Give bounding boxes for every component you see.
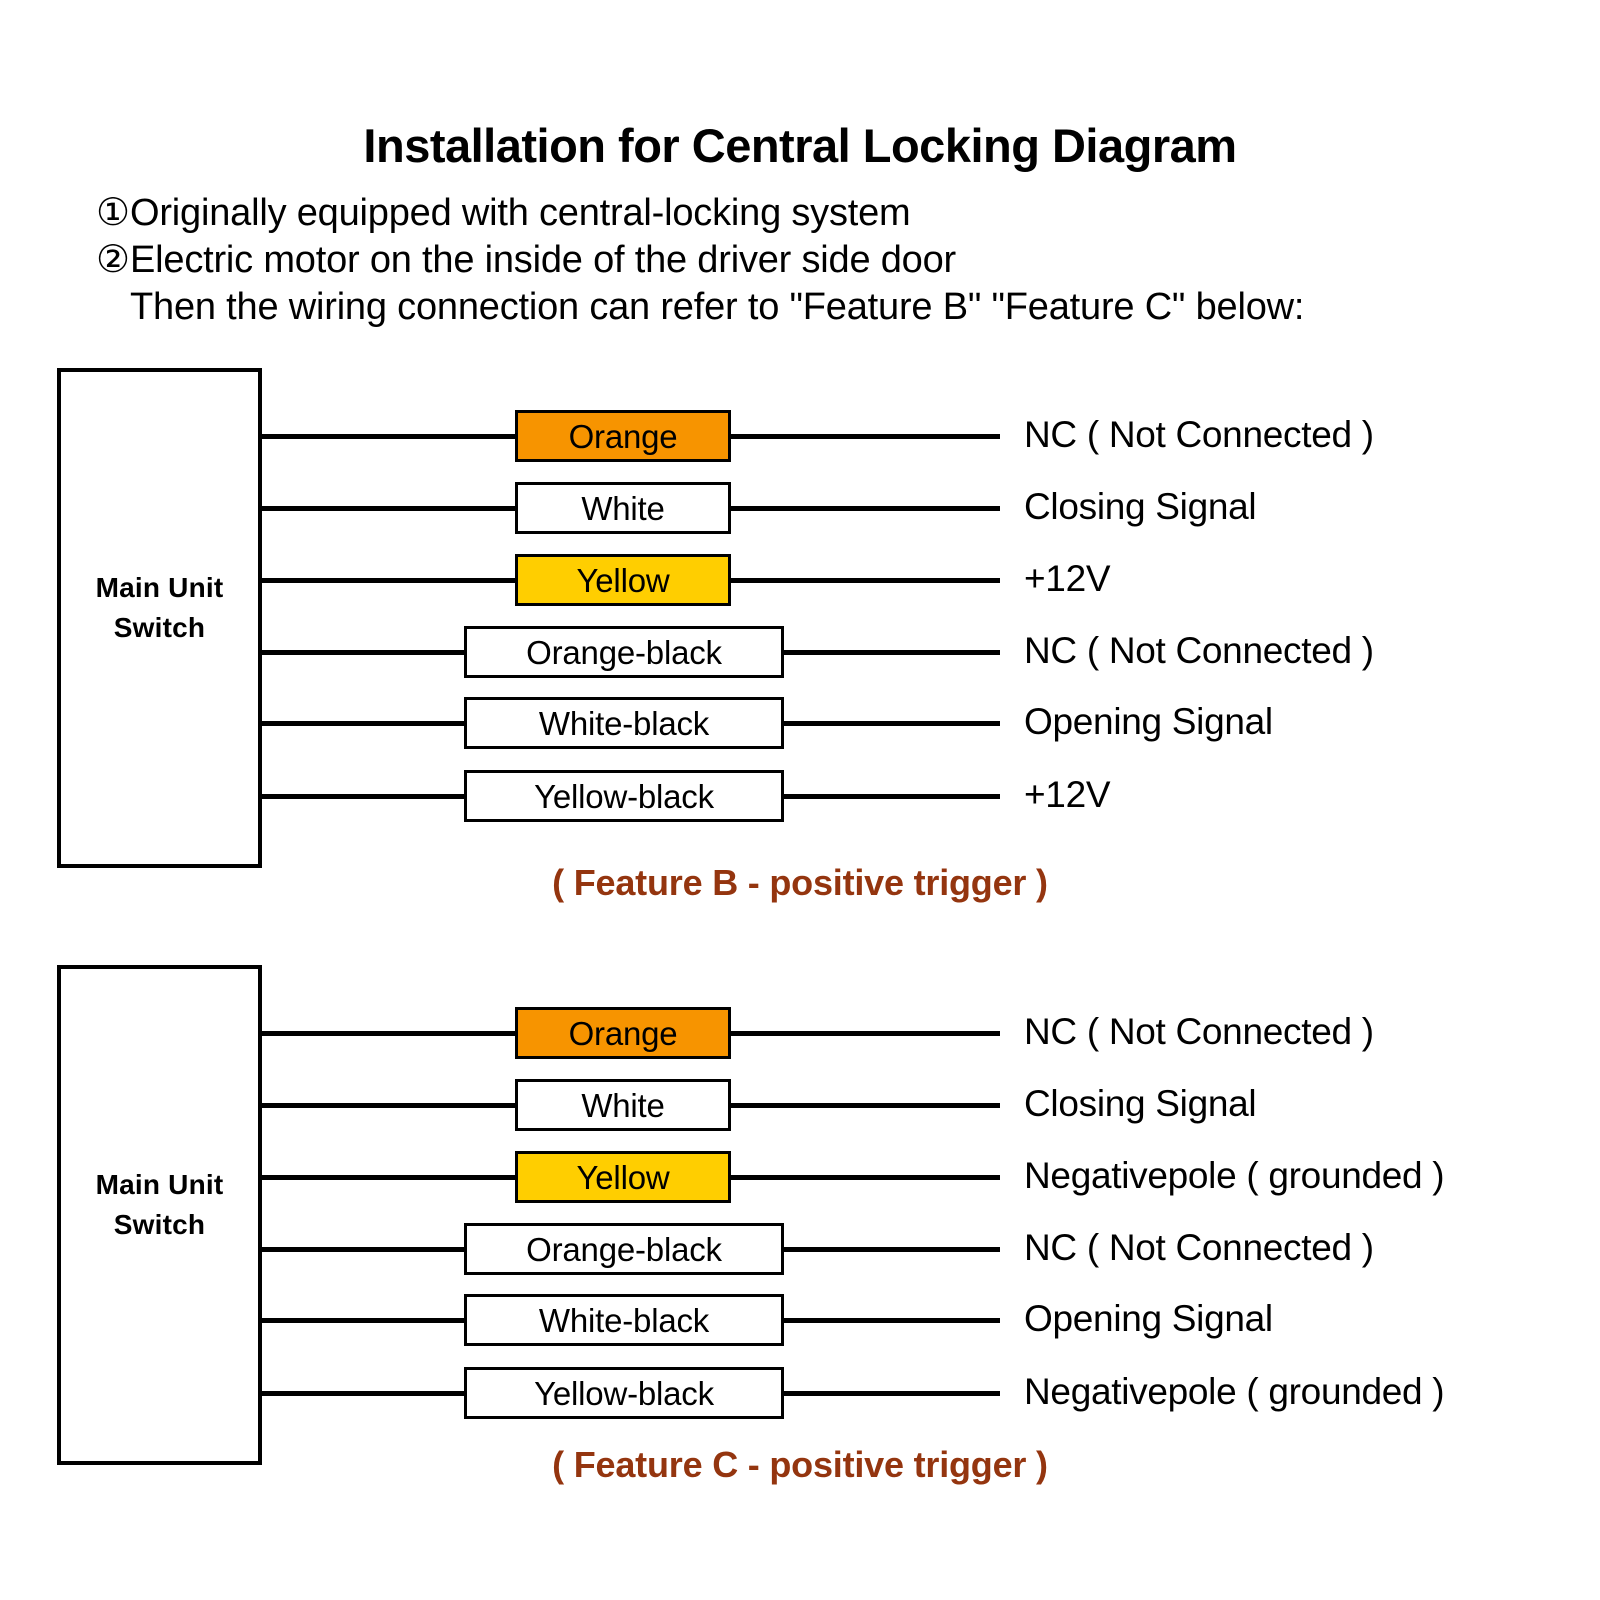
wire-color-label-white-black: White-black: [464, 1294, 784, 1346]
wire-segment-left: [260, 578, 515, 583]
wire-segment-right: [784, 1247, 1000, 1252]
signal-label: NC ( Not Connected ): [1024, 1227, 1374, 1268]
signal-label: NC ( Not Connected ): [1024, 1011, 1374, 1052]
unit-label-line2-b: Switch: [113, 612, 206, 643]
wire-row: White-black Opening Signal: [0, 697, 1600, 749]
wire-segment-right: [784, 650, 1000, 655]
intro-text-1: Originally equipped with central-locking…: [130, 192, 911, 234]
wire-color-label-orange-black: Orange-black: [464, 1223, 784, 1275]
wire-row: Yellow Negativepole ( grounded ): [0, 1151, 1600, 1203]
signal-label: NC ( Not Connected ): [1024, 414, 1374, 455]
wire-segment-left: [260, 1175, 515, 1180]
wire-segment-left: [260, 1031, 515, 1036]
wire-row: Orange-black NC ( Not Connected ): [0, 626, 1600, 678]
signal-label: +12V: [1024, 774, 1111, 815]
wire-segment-left: [260, 794, 464, 799]
signal-label: +12V: [1024, 558, 1111, 599]
wire-segment-left: [260, 1391, 464, 1396]
intro-line-2: ②Electric motor on the inside of the dri…: [96, 237, 1516, 284]
caption-feature-c: ( Feature C - positive trigger ): [552, 1444, 1048, 1485]
list-marker-2: ②: [96, 239, 130, 281]
wire-row: Yellow-black +12V: [0, 770, 1600, 822]
wire-segment-right: [731, 578, 1000, 583]
main-unit-switch-label-c: Main Unit Switch: [61, 1165, 258, 1245]
caption-feature-b: ( Feature B - positive trigger ): [552, 862, 1048, 903]
wire-segment-right: [731, 434, 1000, 439]
wiring-diagram-feature-b: Main Unit Switch Orange NC ( Not Connecte…: [0, 368, 1600, 928]
unit-label-line1-b: Main Unit: [95, 572, 224, 603]
wire-segment-right: [731, 1103, 1000, 1108]
unit-label-line1-c: Main Unit: [95, 1169, 224, 1200]
signal-label: Closing Signal: [1024, 1083, 1257, 1124]
wire-segment-right: [784, 721, 1000, 726]
wire-segment-left: [260, 506, 515, 511]
signal-label: Opening Signal: [1024, 701, 1273, 742]
signal-label: Negativepole ( grounded ): [1024, 1371, 1445, 1412]
signal-label: Closing Signal: [1024, 486, 1257, 527]
wire-segment-right: [731, 1175, 1000, 1180]
signal-label: Opening Signal: [1024, 1298, 1273, 1339]
wire-color-label-yellow: Yellow: [515, 1151, 731, 1203]
wiring-diagram-feature-c: Main Unit Switch Orange NC ( Not Connecte…: [0, 965, 1600, 1525]
wire-row: White Closing Signal: [0, 482, 1600, 534]
wire-segment-right: [784, 794, 1000, 799]
wire-segment-left: [260, 434, 515, 439]
wire-segment-right: [731, 1031, 1000, 1036]
wire-row: Yellow +12V: [0, 554, 1600, 606]
wire-segment-right: [784, 1318, 1000, 1323]
wire-color-label-yellow: Yellow: [515, 554, 731, 606]
wire-segment-right: [731, 506, 1000, 511]
wire-row: Orange-black NC ( Not Connected ): [0, 1223, 1600, 1275]
wire-color-label-yellow-black: Yellow-black: [464, 1367, 784, 1419]
intro-notes: ①Originally equipped with central-lockin…: [96, 190, 1516, 331]
main-unit-switch-box-c: Main Unit Switch: [57, 965, 262, 1465]
wire-segment-left: [260, 1247, 464, 1252]
main-unit-switch-label-b: Main Unit Switch: [61, 568, 258, 648]
wire-segment-left: [260, 721, 464, 726]
unit-label-line2-c: Switch: [113, 1209, 206, 1240]
intro-text-2: Electric motor on the inside of the driv…: [130, 239, 957, 281]
wire-row: White-black Opening Signal: [0, 1294, 1600, 1346]
signal-label: Negativepole ( grounded ): [1024, 1155, 1445, 1196]
wire-row: Orange NC ( Not Connected ): [0, 410, 1600, 462]
wire-color-label-yellow-black: Yellow-black: [464, 770, 784, 822]
wire-segment-left: [260, 1103, 515, 1108]
wire-color-label-white-black: White-black: [464, 697, 784, 749]
main-unit-switch-box-b: Main Unit Switch: [57, 368, 262, 868]
wire-rows-c: Orange NC ( Not Connected ) White Closing S…: [0, 965, 1600, 1465]
wire-color-label-orange: Orange: [515, 1007, 731, 1059]
wire-row: Yellow-black Negativepole ( grounded ): [0, 1367, 1600, 1419]
intro-text-3: Then the wiring connection can refer to …: [130, 286, 1305, 328]
wire-color-label-white: White: [515, 482, 731, 534]
wire-color-label-orange: Orange: [515, 410, 731, 462]
wire-color-label-white: White: [515, 1079, 731, 1131]
wire-segment-left: [260, 1318, 464, 1323]
wire-color-label-orange-black: Orange-black: [464, 626, 784, 678]
intro-line-3: Then the wiring connection can refer to …: [96, 284, 1516, 331]
list-marker-1: ①: [96, 192, 130, 234]
wire-segment-right: [784, 1391, 1000, 1396]
page-title: Installation for Central Locking Diagram: [363, 119, 1237, 172]
signal-label: NC ( Not Connected ): [1024, 630, 1374, 671]
wire-row: White Closing Signal: [0, 1079, 1600, 1131]
wire-row: Orange NC ( Not Connected ): [0, 1007, 1600, 1059]
intro-line-1: ①Originally equipped with central-lockin…: [96, 190, 1516, 237]
wire-rows-b: Orange NC ( Not Connected ) White Closing S…: [0, 368, 1600, 868]
wire-segment-left: [260, 650, 464, 655]
